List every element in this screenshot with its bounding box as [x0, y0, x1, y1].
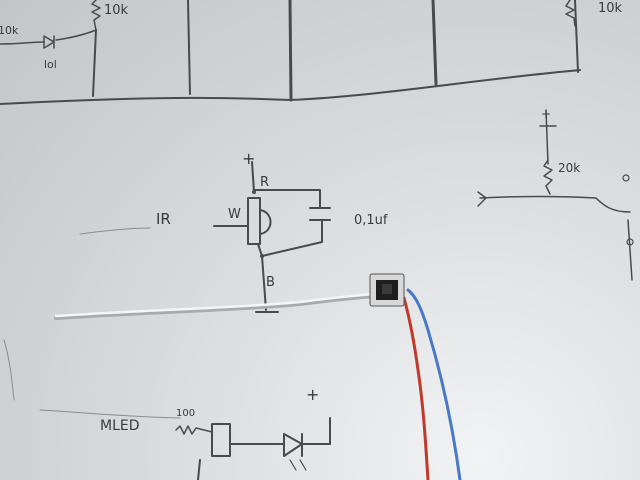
ir-label: IR [156, 210, 171, 228]
w-pin-label: W [228, 207, 241, 222]
ir-sensor-schematic [79, 161, 331, 313]
right-plus-label: + [541, 107, 551, 121]
top-right-resistor-label: 10k [598, 1, 623, 16]
white-wire [54, 292, 376, 320]
mled-resistor-label: 100 [176, 408, 195, 419]
red-wire [402, 296, 430, 480]
top-diode-label: lol [44, 58, 57, 71]
b-pin-label: B [266, 275, 275, 290]
right-resistor-label: 20k [558, 161, 580, 175]
top-circuit [0, 0, 581, 105]
bottom-plus-label: + [306, 385, 319, 404]
plus-top-label: + [242, 149, 255, 168]
capacitor-label: 0,1uf [354, 213, 388, 228]
mled-label: MLED [100, 418, 140, 434]
r-pin-label: R [260, 175, 269, 190]
right-circuit [477, 109, 634, 281]
top-left-resistor-label: 10k [104, 3, 129, 18]
mled-circuit [3, 339, 331, 480]
top-left-value-label: 10k [0, 24, 19, 37]
blue-wire [406, 288, 462, 480]
ir-sensor-component [369, 273, 405, 307]
